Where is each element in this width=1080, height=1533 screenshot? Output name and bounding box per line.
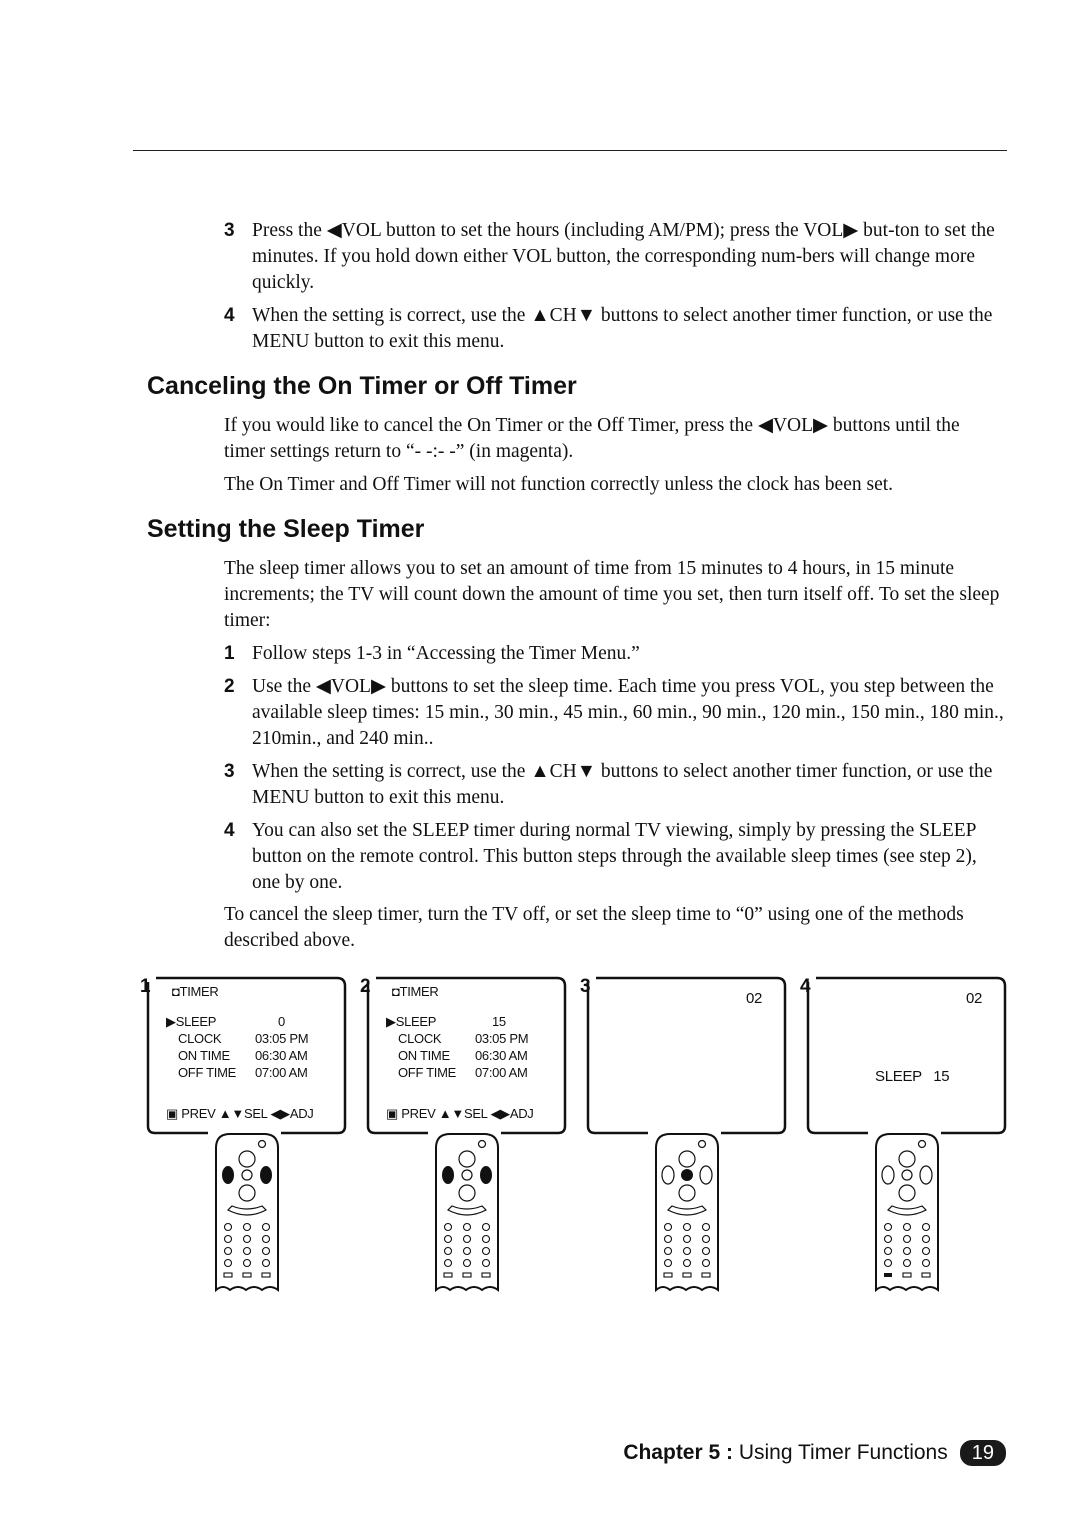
remote-control (655, 1133, 719, 1292)
channel-display: 02 (746, 990, 763, 1007)
menu-title: ◘TIMER (172, 984, 219, 999)
sleep-step-3: 3 When the setting is correct, use the ▲… (224, 759, 1004, 811)
menu-value-off-time: 07:00 AM (475, 1065, 528, 1080)
cancel-paragraph-1: If you would like to cancel the On Timer… (224, 415, 960, 462)
menu-value-sleep: 0 (278, 1014, 285, 1029)
step-number: 3 (224, 761, 235, 782)
step-text: When the setting is correct, use the ▲CH… (252, 305, 993, 352)
tv-screen (586, 976, 787, 1135)
sleep-display: SLEEP 15 (875, 1068, 950, 1085)
step-text: Follow steps 1-3 in “Accessing the Timer… (252, 643, 640, 664)
figure-number: 3 (580, 976, 591, 997)
menu-row-sleep: ▶SLEEP (386, 1014, 437, 1029)
menu-value-clock: 03:05 PM (255, 1031, 309, 1046)
menu-row-on-time: ON TIME (398, 1048, 450, 1063)
sleep-step-4: 4 You can also set the SLEEP timer durin… (224, 818, 1004, 896)
menu-value-sleep: 15 (492, 1014, 506, 1029)
step-text: Press the ◀VOL button to set the hours (… (252, 220, 995, 293)
figure-number: 2 (360, 976, 371, 997)
menu-row-off-time: OFF TIME (178, 1065, 237, 1080)
menu-row-clock: CLOCK (398, 1031, 442, 1046)
clock-icon: ◘ (392, 984, 400, 999)
step-text: You can also set the SLEEP timer during … (252, 820, 977, 893)
menu-footer: ▣ PREV ▲▼SEL ◀▶ADJ (166, 1106, 314, 1121)
tv-screen (806, 976, 1007, 1135)
menu-row-clock: CLOCK (178, 1031, 222, 1046)
sleep-step-1: 1 Follow steps 1-3 in “Accessing the Tim… (224, 641, 1004, 667)
menu-title: ◘TIMER (392, 984, 439, 999)
tv-screen (146, 976, 347, 1135)
step-text: When the setting is correct, use the ▲CH… (252, 761, 993, 808)
sleep-intro: The sleep timer allows you to set an amo… (224, 558, 1000, 631)
menu-icon: ▣ (386, 1106, 402, 1121)
remote-control (435, 1133, 499, 1292)
step-number: 1 (224, 643, 235, 664)
menu-value-clock: 03:05 PM (475, 1031, 529, 1046)
step-4-top: 4 When the setting is correct, use the ▲… (224, 303, 1004, 355)
figure-2: 2 ◘TIMER ▶SLEEP 15 CLOCK 03:05 PM ON TIM… (360, 976, 576, 1306)
channel-display: 02 (966, 990, 983, 1007)
remote-control (215, 1133, 279, 1292)
remote-control (875, 1133, 939, 1292)
section-title-sleep: Setting the Sleep Timer (147, 515, 425, 543)
step-number: 2 (224, 676, 235, 697)
tv-screen (366, 976, 567, 1135)
page-footer: Chapter 5 : Using Timer Functions 19 (623, 1440, 1006, 1466)
figure-1: 1 ◘TIMER ▶SLEEP 0 CLOCK 03:05 PM ON TIME… (140, 976, 356, 1306)
menu-value-on-time: 06:30 AM (255, 1048, 308, 1063)
menu-value-on-time: 06:30 AM (475, 1048, 528, 1063)
figure-3: 3 02 (580, 976, 796, 1306)
chapter-title: Using Timer Functions (733, 1441, 948, 1464)
menu-icon: ▣ (166, 1106, 182, 1121)
figure-number: 1 (140, 976, 151, 997)
clock-icon: ◘ (172, 984, 180, 999)
header-rule (133, 150, 1007, 151)
page-number: 19 (959, 1440, 1006, 1466)
menu-value-off-time: 07:00 AM (255, 1065, 308, 1080)
chapter-label: Chapter 5 : (623, 1441, 733, 1464)
step-number: 4 (224, 820, 235, 841)
sleep-outro: To cancel the sleep timer, turn the TV o… (224, 904, 964, 951)
menu-row-on-time: ON TIME (178, 1048, 230, 1063)
cancel-paragraph-2: The On Timer and Off Timer will not func… (224, 474, 894, 495)
step-number: 3 (224, 220, 235, 241)
sleep-step-2: 2 Use the ◀VOL▶ buttons to set the sleep… (224, 674, 1004, 752)
step-number: 4 (224, 305, 235, 326)
menu-footer: ▣ PREV ▲▼SEL ◀▶ADJ (386, 1106, 534, 1121)
step-text: Use the ◀VOL▶ buttons to set the sleep t… (252, 676, 1004, 749)
section-title-cancel: Canceling the On Timer or Off Timer (147, 372, 577, 400)
menu-row-sleep: ▶SLEEP (166, 1014, 217, 1029)
figure-4: 4 02 SLEEP 15 (800, 976, 1016, 1306)
step-3-top: 3 Press the ◀VOL button to set the hours… (224, 218, 1004, 296)
figure-number: 4 (800, 976, 811, 997)
menu-row-off-time: OFF TIME (398, 1065, 457, 1080)
